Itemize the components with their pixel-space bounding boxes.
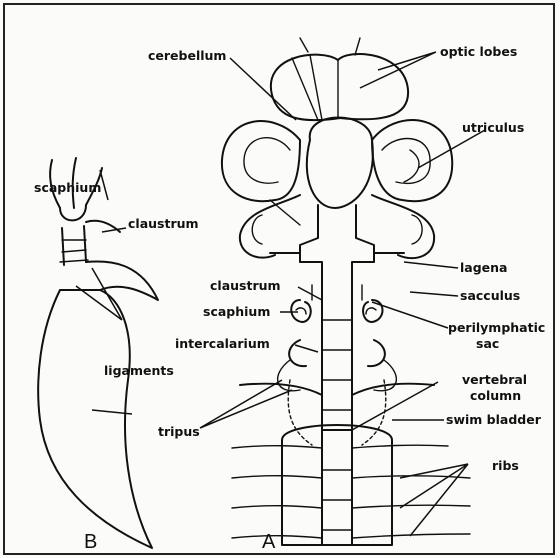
intercalarium-hook <box>86 261 158 300</box>
label-perilymphatic-sac: sac <box>476 336 499 351</box>
label-optic-lobes: optic lobes <box>440 44 517 59</box>
label-lagena: lagena <box>460 260 507 275</box>
label-ribs: ribs <box>492 458 519 473</box>
label-perilymphatic: perilymphatic <box>448 320 545 335</box>
label-swim-bladder: swim bladder <box>446 412 542 427</box>
panel-letter-b: B <box>84 531 97 553</box>
left-semicircular-canal <box>222 121 300 201</box>
panel-b-labels: scaphium claustrum ligaments B <box>34 180 199 553</box>
label-vertebral-column: column <box>470 388 521 403</box>
label-intercalarium: intercalarium <box>175 336 270 351</box>
label-tripus: tripus <box>158 424 200 439</box>
label-ligaments: ligaments <box>104 363 174 378</box>
cerebellum-shape <box>307 118 373 209</box>
optic-lobes-shape <box>271 54 408 120</box>
label-cerebellum: cerebellum <box>148 48 226 63</box>
label-claustrum-a: claustrum <box>210 278 281 293</box>
label-sacculus: sacculus <box>460 288 520 303</box>
label-scaphium-b: scaphium <box>34 180 101 195</box>
label-claustrum-b: claustrum <box>128 216 199 231</box>
label-vertebral: vertebral <box>462 372 527 387</box>
panel-letter-a: A <box>262 531 276 553</box>
label-scaphium-a: scaphium <box>203 304 270 319</box>
tripus-shape <box>38 290 152 548</box>
label-utriculus: utriculus <box>462 120 524 135</box>
right-semicircular-canal <box>372 120 452 201</box>
